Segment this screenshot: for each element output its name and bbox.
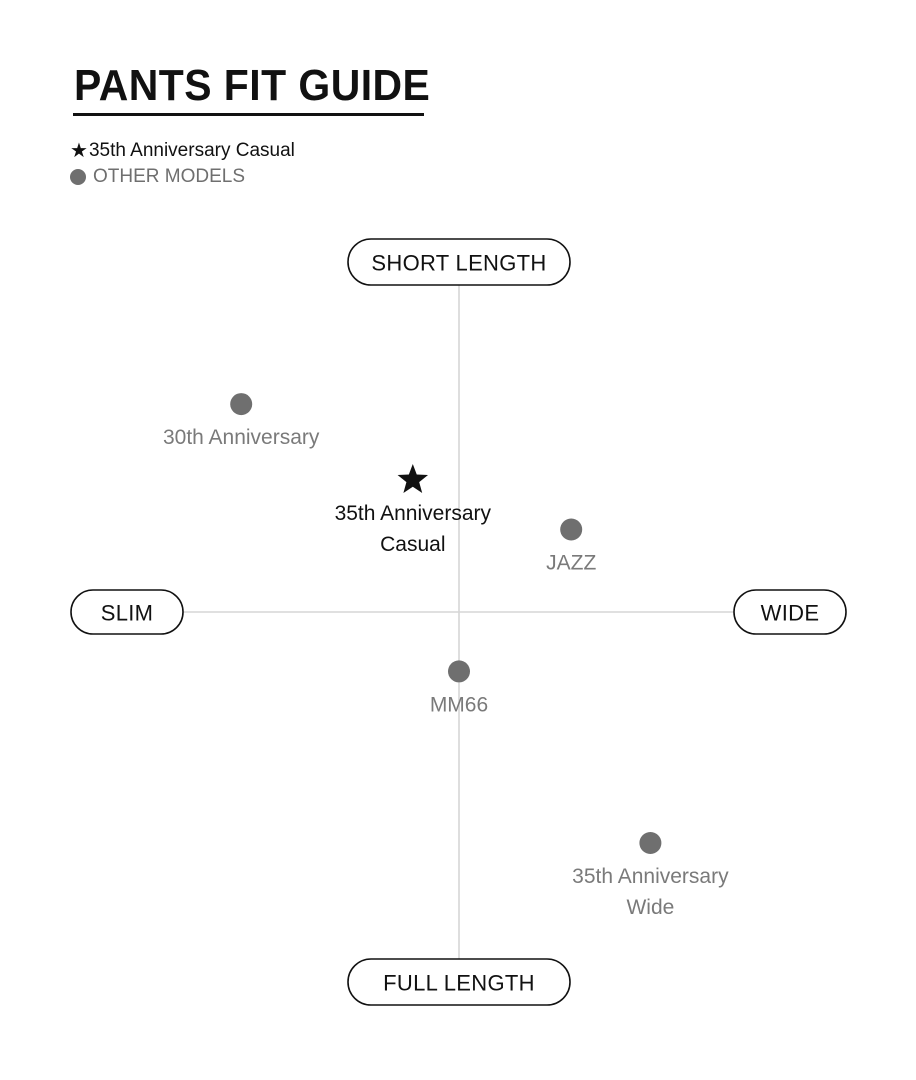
point-30th-anniversary: 30th Anniversary (163, 393, 320, 449)
star-marker (397, 464, 429, 493)
circle-icon (70, 169, 86, 185)
point-label: JAZZ (546, 552, 596, 575)
axis-text-wide: WIDE (761, 601, 820, 626)
axis-pill-full-length (347, 958, 571, 1006)
axis-pill-slim (70, 589, 184, 635)
point-jazz: JAZZ (546, 518, 596, 575)
axis-text-full-length: FULL LENGTH (383, 971, 535, 996)
axis-label-full-length: FULL LENGTH (347, 958, 571, 1006)
circle-marker (448, 660, 470, 683)
axis-text-slim: SLIM (101, 601, 154, 626)
circle-marker (639, 832, 662, 854)
legend-item-highlight: ★ 35th Anniversary Casual (70, 138, 295, 164)
axis-pill-short-length (347, 238, 571, 286)
star-icon: ★ (70, 140, 88, 162)
axis-label-short-length: SHORT LENGTH (347, 238, 571, 286)
point-label: Wide (626, 896, 674, 919)
page-title: PANTS FIT GUIDE (74, 61, 431, 110)
point-label: Casual (380, 533, 445, 556)
axis-text-short-length: SHORT LENGTH (371, 251, 546, 276)
circle-marker (560, 518, 583, 541)
point-label: 35th Anniversary (335, 502, 492, 525)
legend-other-label: OTHER MODELS (93, 166, 246, 187)
point-mm66: MM66 (430, 660, 488, 716)
circle-marker (230, 393, 253, 416)
point-label: 30th Anniversary (163, 426, 320, 449)
title-underline (73, 113, 424, 116)
axis-pill-wide (733, 589, 847, 635)
axis-label-wide: WIDE (733, 589, 847, 635)
legend-item-other: OTHER MODELS (70, 164, 295, 190)
axis-label-slim: SLIM (70, 589, 184, 635)
legend-highlight-label: 35th Anniversary Casual (88, 140, 295, 161)
point-label: MM66 (430, 693, 488, 716)
legend: ★ 35th Anniversary Casual OTHER MODELS (70, 138, 295, 190)
point-label: 35th Anniversary (572, 865, 729, 888)
